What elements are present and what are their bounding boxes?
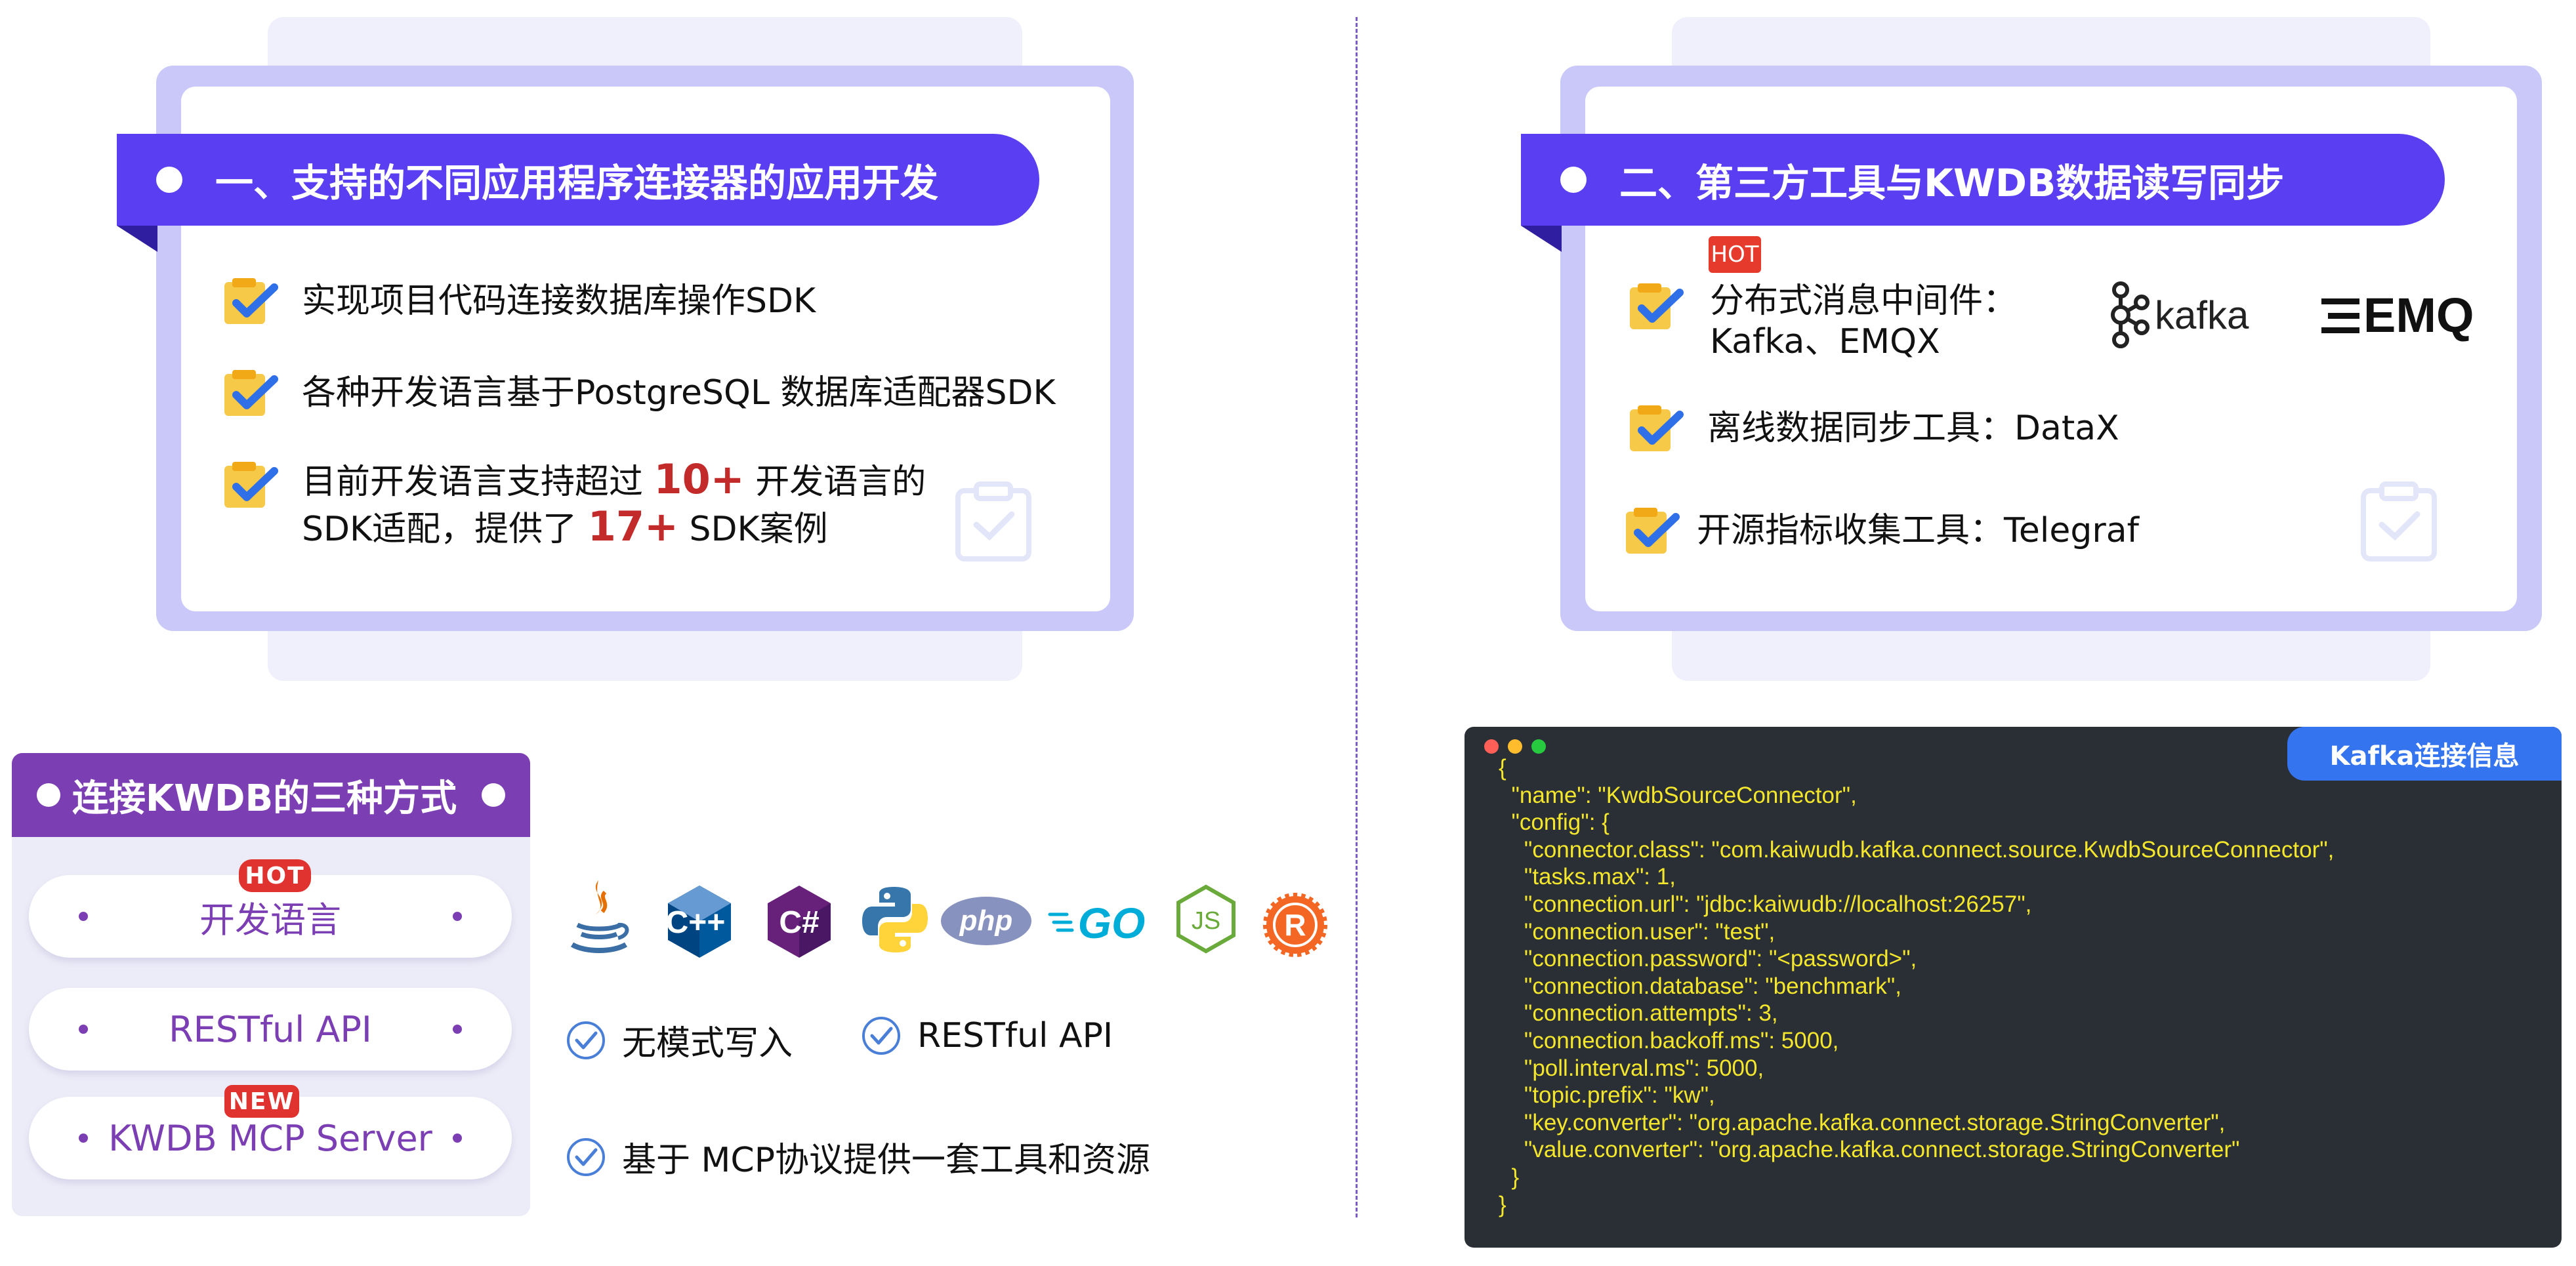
checklist-icon bbox=[1626, 508, 1680, 554]
ribbon-fold bbox=[117, 226, 157, 252]
section-two-item-2: 离线数据同步工具：DataX bbox=[1627, 403, 2119, 454]
emq-icon bbox=[2321, 298, 2359, 333]
kafka-icon bbox=[2111, 281, 2150, 348]
check-circle-icon bbox=[862, 1017, 900, 1055]
section-one-item-1: 实现项目代码连接数据库操作SDK bbox=[222, 276, 816, 327]
check-circle-icon bbox=[567, 1137, 605, 1176]
option-restful-api[interactable]: RESTful API bbox=[29, 988, 512, 1071]
check-circle-icon bbox=[567, 1021, 605, 1059]
feature-restful-api: RESTful API bbox=[861, 1015, 1113, 1056]
svg-text:php: php bbox=[959, 905, 1013, 937]
connect-panel-title: 连接KWDB的三种方式 bbox=[12, 753, 530, 837]
go-icon: GO bbox=[1048, 899, 1146, 945]
bullet-icon bbox=[156, 167, 182, 193]
minimize-dot-icon[interactable] bbox=[1508, 739, 1522, 754]
svg-text:C#: C# bbox=[779, 905, 819, 940]
section-one-item-3: 目前开发语言支持超过 10+ 开发语言的 SDK适配，提供了 17+ SDK案例 bbox=[222, 459, 926, 550]
section-one-item-2: 各种开发语言基于PostgreSQL 数据库适配器SDK bbox=[222, 367, 1056, 419]
section-two-item-3: 开源指标收集工具：Telegraf bbox=[1623, 505, 2139, 556]
new-badge: NEW bbox=[224, 1085, 299, 1118]
nodejs-icon: JS bbox=[1176, 884, 1236, 954]
section-divider bbox=[1356, 17, 1358, 1217]
bullet-icon bbox=[482, 783, 505, 807]
bullet-icon bbox=[1560, 167, 1587, 193]
hot-badge: HOT bbox=[1709, 236, 1761, 273]
php-icon: php bbox=[941, 897, 1031, 945]
rust-icon: R bbox=[1263, 893, 1327, 957]
feature-mcp-tools: 基于 MCP协议提供一套工具和资源 bbox=[566, 1132, 1150, 1181]
checklist-icon bbox=[224, 278, 278, 324]
close-dot-icon[interactable] bbox=[1484, 739, 1499, 754]
kafka-logo: kafka bbox=[2108, 281, 2249, 349]
feature-schemaless-write: 无模式写入 bbox=[566, 1015, 793, 1065]
checklist-icon bbox=[1630, 283, 1684, 329]
clipboard-watermark-icon bbox=[955, 481, 1031, 562]
code-window-tab[interactable]: Kafka连接信息 bbox=[2287, 727, 2562, 781]
code-window bbox=[1465, 727, 2562, 1248]
section-two-title: 二、第三方工具与KWDB数据读写同步 bbox=[1521, 134, 2445, 226]
java-icon bbox=[570, 880, 629, 953]
emq-logo: EMQ bbox=[2319, 287, 2474, 343]
section-one-title: 一、支持的不同应用程序连接器的应用开发 bbox=[117, 134, 1039, 226]
checklist-icon bbox=[224, 462, 278, 508]
kafka-connector-config: { "name": "KwdbSourceConnector", "config… bbox=[1499, 755, 2335, 1217]
svg-text:GO: GO bbox=[1078, 899, 1146, 945]
cpp-icon: C++ bbox=[666, 886, 731, 958]
checklist-icon bbox=[1630, 405, 1684, 451]
section-two-item-1: 分布式消息中间件： Kafka、EMQX bbox=[1627, 281, 2017, 362]
maximize-dot-icon[interactable] bbox=[1531, 739, 1546, 754]
clipboard-watermark-icon bbox=[2361, 481, 2437, 562]
hot-badge: HOT bbox=[239, 859, 311, 892]
python-icon bbox=[862, 887, 928, 952]
svg-text:JS: JS bbox=[1192, 907, 1220, 935]
csharp-icon: C# bbox=[768, 886, 831, 958]
bullet-icon bbox=[37, 783, 60, 807]
ribbon-fold bbox=[1521, 226, 1562, 252]
option-mcp-server[interactable]: KWDB MCP Server bbox=[29, 1097, 512, 1179]
svg-text:C++: C++ bbox=[666, 905, 726, 940]
checklist-icon bbox=[224, 370, 278, 416]
svg-text:R: R bbox=[1284, 908, 1306, 942]
